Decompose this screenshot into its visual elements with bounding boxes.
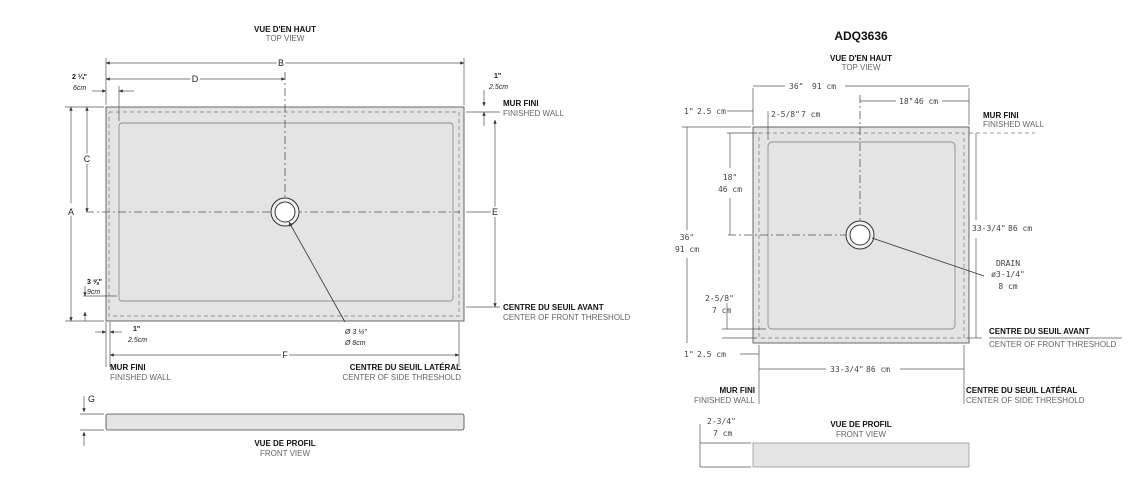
right-inner-w-in: 33-3/4" (830, 365, 864, 374)
left-bottom-cm: 2.5cm (127, 337, 147, 344)
right-top-view-subtitle: TOP VIEW (842, 63, 881, 72)
left-dim-f-label: F (282, 350, 288, 360)
right-drain-icon (845, 220, 875, 250)
right-profile-title: VUE DE PROFIL (830, 420, 891, 429)
left-dim-e-label: E (492, 207, 498, 217)
right-front-threshold-en: CENTER OF FRONT THRESHOLD (989, 340, 1116, 349)
right-edge-bottom-cm: 2.5 cm (697, 350, 726, 359)
right-width-cm: 91 cm (812, 82, 836, 91)
left-top-view-subtitle: TOP VIEW (266, 34, 305, 43)
right-edge-top-in: 1" (684, 107, 694, 116)
right-top-view-title: VUE D'EN HAUT (830, 54, 892, 63)
left-front-in: 3 ⅝" (87, 279, 102, 286)
right-inset-in: 2-5/8" (771, 110, 800, 119)
right-inset-cm: 7 cm (801, 110, 820, 119)
right-model-title: ADQ3636 (834, 29, 888, 43)
right-height-cm: 91 cm (675, 245, 699, 254)
right-drain-y-cm: 46 cm (718, 185, 742, 194)
right-drain-x-in: 18" (899, 97, 913, 106)
right-inner-h-cm: 86 cm (1008, 224, 1032, 233)
left-profile-shape (105, 413, 465, 431)
right-front-inset-cm: 7 cm (712, 306, 731, 315)
left-bottom-wall-en: FINISHED WALL (110, 373, 172, 382)
left-drain-leader (288, 221, 346, 323)
right-inner-h-in: 33-3/4" (972, 224, 1006, 233)
left-drain-size-in: Ø 3 ¼" (344, 329, 367, 336)
left-drain-icon (270, 197, 300, 227)
left-wall-cm: 2.5cm (488, 84, 508, 91)
left-side-threshold-en: CENTER OF SIDE THRESHOLD (342, 373, 461, 382)
left-front-threshold-en: CENTER OF FRONT THRESHOLD (503, 313, 630, 322)
left-top-view-title: VUE D'EN HAUT (254, 25, 316, 34)
left-dim-d-label: D (192, 74, 199, 84)
right-drain-x-cm: 46 cm (914, 97, 938, 106)
right-drawing: ADQ3636 VUE D'EN HAUT TOP VIEW DRAIN ø3-… (675, 29, 1122, 468)
left-wall-in: 1" (494, 73, 501, 80)
left-finished-wall-en: FINISHED WALL (503, 109, 565, 118)
left-drawing: VUE D'EN HAUT TOP VIEW Ø 3 ¼" Ø 8cm B D … (65, 25, 630, 458)
right-front-threshold-fr: CENTRE DU SEUIL AVANT (989, 327, 1090, 336)
left-threshold-line (108, 111, 460, 317)
left-drain-size-cm: Ø 8cm (344, 340, 366, 347)
left-dim-c-label: C (84, 154, 91, 164)
right-width-in: 36" (789, 82, 803, 91)
left-edge-cm: 6cm (73, 85, 86, 92)
right-threshold-line (758, 132, 965, 339)
right-side-threshold-fr: CENTRE DU SEUIL LATÉRAL (966, 386, 1077, 395)
left-front-threshold-fr: CENTRE DU SEUIL AVANT (503, 303, 604, 312)
left-profile-subtitle: FRONT VIEW (260, 449, 311, 458)
right-edge-top-cm: 2.5 cm (697, 107, 726, 116)
left-dim-b-label: B (278, 58, 284, 68)
left-dim-a-label: A (68, 207, 74, 217)
right-finished-wall-en: FINISHED WALL (983, 120, 1045, 129)
right-finished-wall-fr: MUR FINI (983, 111, 1019, 120)
right-profile-h-in: 2-3/4" (707, 417, 736, 426)
left-bottom-wall-fr: MUR FINI (110, 363, 146, 372)
right-drain-label: DRAIN (996, 259, 1020, 268)
right-edge-bottom-in: 1" (684, 350, 694, 359)
right-drain-y-in: 18" (723, 173, 737, 182)
right-bottom-wall-en: FINISHED WALL (694, 396, 756, 405)
right-height-in: 36" (680, 233, 694, 242)
left-edge-in: 2 ¼" (72, 73, 87, 81)
right-profile-shape (752, 442, 970, 468)
left-profile-title: VUE DE PROFIL (254, 439, 315, 448)
left-dim-g-label: G (88, 394, 95, 404)
left-front-cm: 9cm (87, 289, 100, 296)
left-bottom-in: 1" (133, 326, 140, 333)
right-side-threshold-en: CENTER OF SIDE THRESHOLD (966, 396, 1085, 405)
right-drain-size-cm: 8 cm (998, 282, 1017, 291)
left-side-threshold-fr: CENTRE DU SEUIL LATÉRAL (350, 363, 461, 372)
right-profile-subtitle: FRONT VIEW (836, 430, 887, 439)
right-inner-w-cm: 86 cm (866, 365, 890, 374)
right-drain-leader (871, 237, 985, 277)
right-profile-h-cm: 7 cm (713, 429, 732, 438)
left-finished-wall-fr: MUR FINI (503, 99, 539, 108)
right-front-inset-in: 2-5/8" (705, 294, 734, 303)
right-drain-size-in: ø3-1/4" (991, 270, 1025, 279)
right-bottom-wall-fr: MUR FINI (719, 386, 755, 395)
